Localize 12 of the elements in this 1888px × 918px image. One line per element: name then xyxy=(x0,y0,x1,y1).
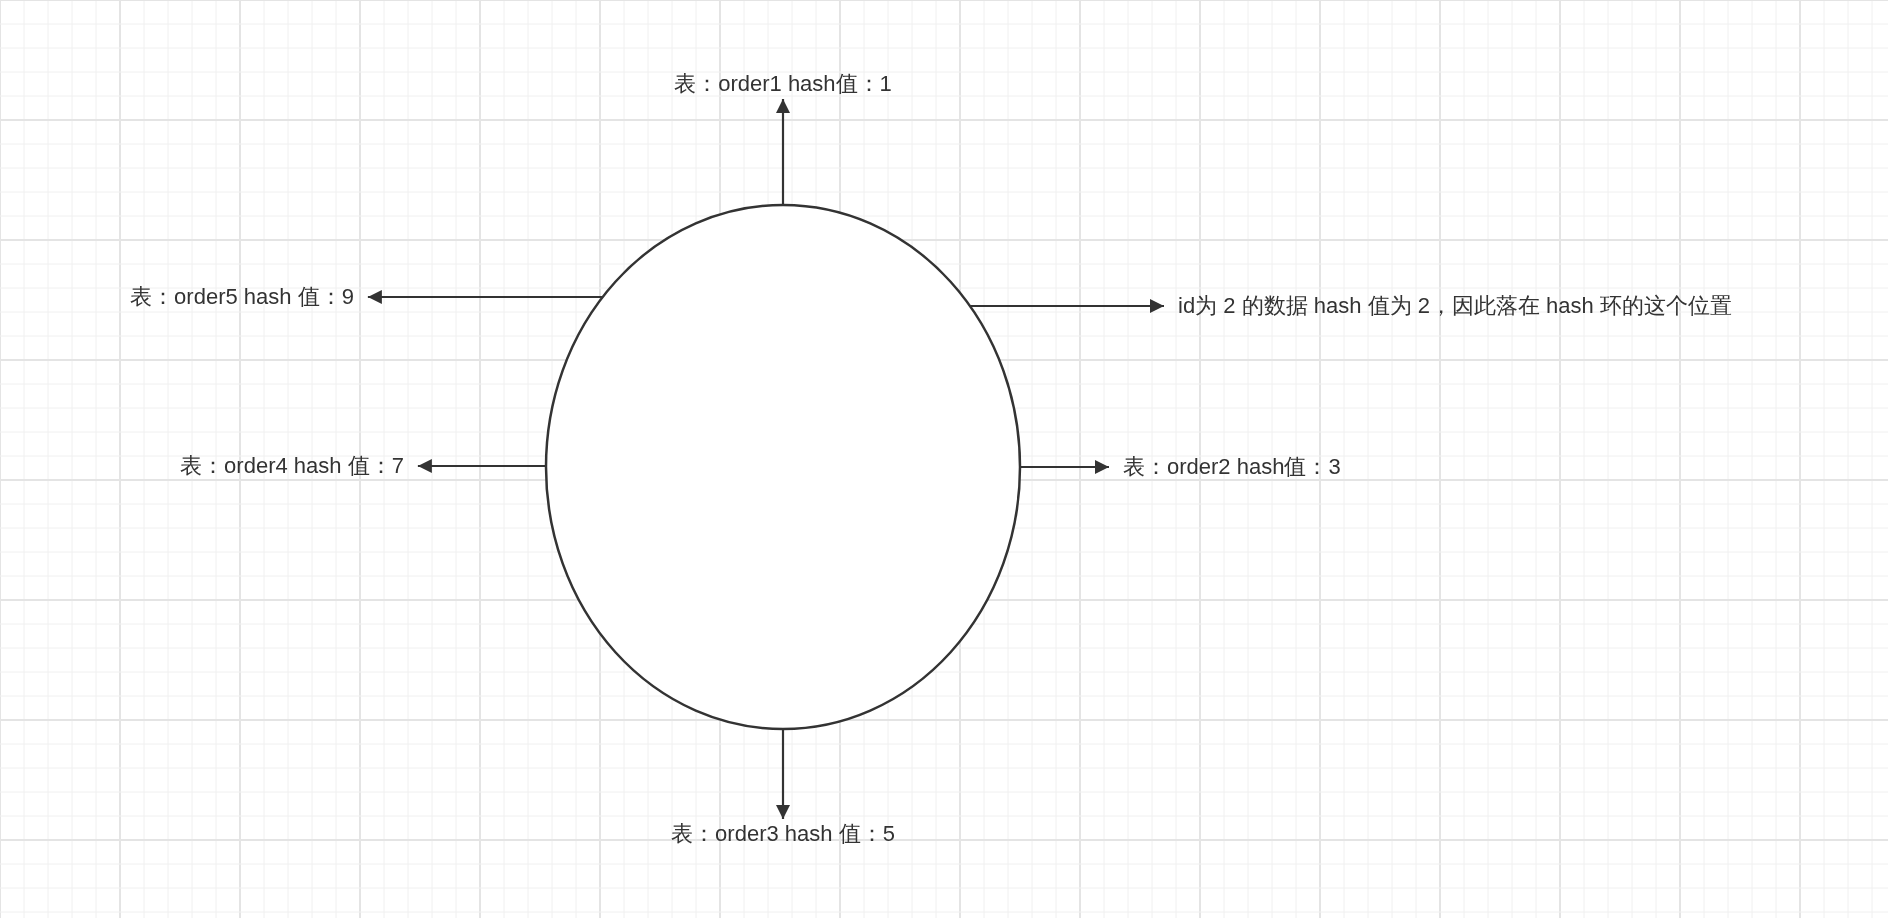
node-label: 表：order3 hash 值：5 xyxy=(657,819,909,849)
node-label: 表：order5 hash 值：9 xyxy=(116,282,368,312)
arrow xyxy=(417,459,546,473)
node-label: 表：order4 hash 值：7 xyxy=(166,451,418,481)
arrow xyxy=(1020,460,1109,474)
node-label: 表：order1 hash值：1 xyxy=(660,69,906,99)
node-label: 表：order2 hash值：3 xyxy=(1109,452,1355,482)
node-label: id为 2 的数据 hash 值为 2，因此落在 hash 环的这个位置 xyxy=(1164,291,1746,321)
arrow xyxy=(970,299,1164,313)
arrow xyxy=(776,730,790,819)
arrow xyxy=(776,99,790,204)
arrow xyxy=(367,290,603,304)
